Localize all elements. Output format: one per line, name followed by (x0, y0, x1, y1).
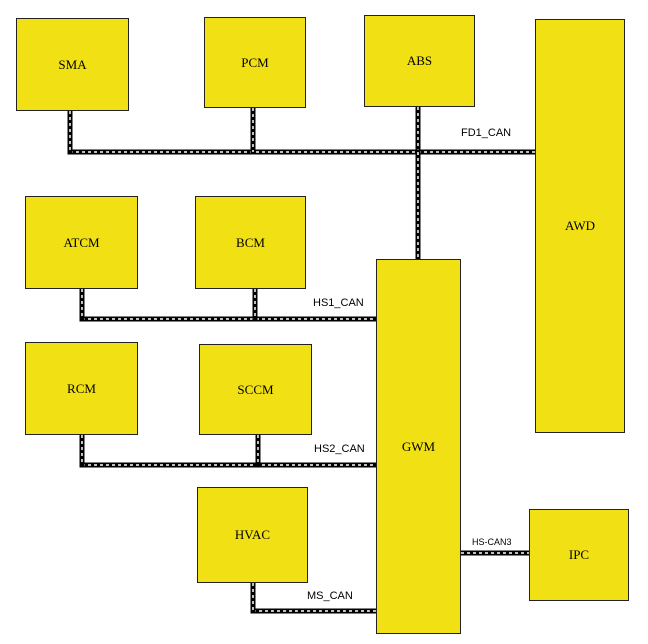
rcm-label: RCM (67, 380, 96, 396)
fd1-can-label: FD1_CAN (461, 127, 512, 139)
hs-can3-label: HS-CAN3 (472, 537, 512, 547)
hs1-can-label: HS1_CAN (313, 297, 364, 309)
rcm-node: RCM (25, 342, 138, 435)
atcm-node: ATCM (25, 196, 138, 289)
sma-node: SMA (16, 18, 129, 111)
ms-can-label: MS_CAN (307, 590, 353, 602)
gwm-label: GWM (401, 438, 436, 454)
abs-label: ABS (406, 53, 433, 68)
hvac-label: HVAC (234, 527, 271, 542)
hs2-can-label: HS2_CAN (314, 443, 365, 455)
sccm-node: SCCM (199, 344, 312, 435)
ipc-node: IPC (529, 509, 629, 601)
awd-node: AWD (535, 19, 625, 433)
pcm-node: PCM (204, 17, 306, 108)
sccm-label: SCCM (237, 381, 274, 397)
bcm-label: BCM (236, 234, 265, 250)
awd-label: AWD (564, 218, 595, 233)
atcm-label: ATCM (63, 234, 100, 250)
abs-node: ABS (364, 15, 475, 107)
pcm-label: PCM (241, 54, 269, 70)
hvac-node: HVAC (197, 487, 308, 583)
sma-label: SMA (58, 56, 87, 72)
bcm-node: BCM (195, 196, 306, 289)
ipc-label: IPC (568, 547, 590, 562)
gwm-node: GWM (376, 259, 461, 634)
